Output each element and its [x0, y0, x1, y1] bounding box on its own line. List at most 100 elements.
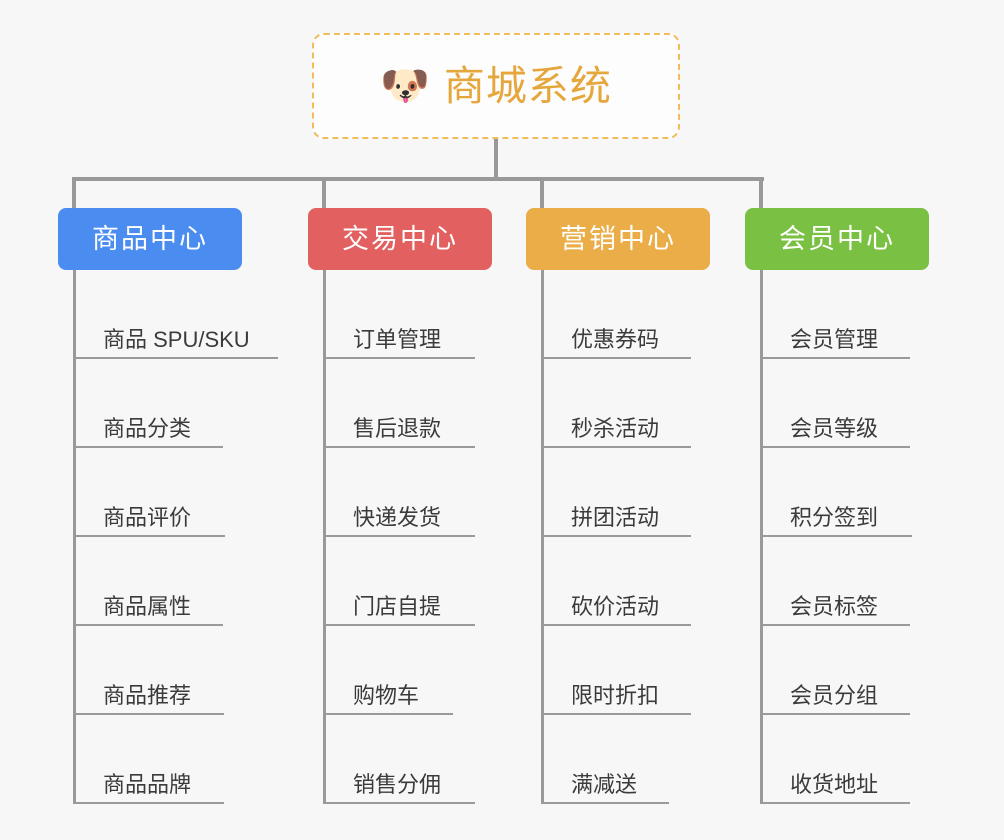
- leaf-item-label: 砍价活动: [571, 594, 660, 619]
- leaf-item-label: 商品分类: [103, 416, 192, 441]
- leaf-item[interactable]: 商品评价: [58, 448, 242, 537]
- leaf-item[interactable]: 商品品牌: [58, 715, 242, 804]
- leaf-item-underline: [73, 802, 224, 804]
- leaf-item-label: 拼团活动: [571, 505, 660, 530]
- leaf-item-underline: [760, 357, 910, 359]
- leaf-item-label: 收货地址: [790, 772, 879, 797]
- leaf-item-label: 积分签到: [790, 505, 879, 530]
- category-column-4: 会员中心会员管理会员等级积分签到会员标签会员分组收货地址: [745, 208, 929, 804]
- leaf-item-underline: [73, 713, 224, 715]
- leaf-item[interactable]: 商品属性: [58, 537, 242, 626]
- leaf-item[interactable]: 商品 SPU/SKU: [58, 270, 278, 359]
- category-drop-1: [322, 177, 326, 208]
- leaf-item[interactable]: 商品分类: [58, 359, 242, 448]
- leaf-item[interactable]: 收货地址: [745, 715, 929, 804]
- leaf-item-label: 秒杀活动: [571, 416, 660, 441]
- leaf-item-underline: [323, 624, 475, 626]
- leaf-item-underline: [541, 446, 691, 448]
- leaf-item-label: 购物车: [353, 683, 420, 708]
- leaf-item-underline: [73, 357, 278, 359]
- leaf-item-label: 商品评价: [103, 505, 192, 530]
- leaf-item[interactable]: 快递发货: [308, 448, 492, 537]
- leaf-item-underline: [73, 624, 223, 626]
- leaf-item[interactable]: 门店自提: [308, 537, 492, 626]
- leaf-item-label: 商品推荐: [103, 683, 192, 708]
- leaf-item[interactable]: 销售分佣: [308, 715, 492, 804]
- leaf-item[interactable]: 订单管理: [308, 270, 492, 359]
- leaf-item-underline: [323, 535, 475, 537]
- category-header-1[interactable]: 商品中心: [58, 208, 242, 270]
- leaf-item[interactable]: 优惠券码: [526, 270, 710, 359]
- leaf-item[interactable]: 会员等级: [745, 359, 929, 448]
- category-header-2[interactable]: 交易中心: [308, 208, 492, 270]
- leaf-item[interactable]: 限时折扣: [526, 626, 710, 715]
- leaf-item-underline: [323, 802, 475, 804]
- category-column-2: 交易中心订单管理售后退款快递发货门店自提购物车销售分佣: [308, 208, 492, 804]
- category-header-4[interactable]: 会员中心: [745, 208, 929, 270]
- leaf-item-underline: [760, 446, 910, 448]
- root-node[interactable]: 🐶 商城系统: [312, 33, 680, 139]
- leaf-item[interactable]: 会员标签: [745, 537, 929, 626]
- leaf-item-underline: [541, 802, 669, 804]
- leaf-item-label: 优惠券码: [571, 327, 660, 352]
- leaf-item-underline: [73, 535, 225, 537]
- leaf-list-2: 订单管理售后退款快递发货门店自提购物车销售分佣: [308, 270, 492, 804]
- leaf-item-label: 商品属性: [103, 594, 192, 619]
- leaf-item-label: 订单管理: [353, 327, 442, 352]
- leaf-item-underline: [760, 535, 912, 537]
- leaf-item[interactable]: 购物车: [308, 626, 492, 715]
- connector-bar: [72, 177, 764, 181]
- leaf-item-label: 满减送: [571, 772, 638, 797]
- leaf-item-label: 会员标签: [790, 594, 879, 619]
- leaf-item[interactable]: 商品推荐: [58, 626, 242, 715]
- leaf-item[interactable]: 砍价活动: [526, 537, 710, 626]
- category-column-3: 营销中心优惠券码秒杀活动拼团活动砍价活动限时折扣满减送: [526, 208, 710, 804]
- leaf-item-underline: [541, 535, 691, 537]
- category-drop-2: [540, 177, 544, 208]
- leaf-item-label: 限时折扣: [571, 683, 660, 708]
- column-stem-1: [73, 270, 76, 804]
- leaf-item-label: 售后退款: [353, 416, 442, 441]
- leaf-item-label: 快递发货: [353, 505, 442, 530]
- leaf-item[interactable]: 售后退款: [308, 359, 492, 448]
- leaf-item[interactable]: 会员分组: [745, 626, 929, 715]
- leaf-item-label: 门店自提: [353, 594, 442, 619]
- leaf-item-underline: [323, 446, 475, 448]
- leaf-item-underline: [323, 713, 453, 715]
- category-drop-3: [759, 177, 763, 208]
- leaf-list-1: 商品 SPU/SKU 商品分类商品评价商品属性商品推荐商品品牌: [58, 270, 278, 804]
- leaf-item-underline: [73, 446, 223, 448]
- root-stem: [494, 139, 498, 181]
- leaf-item-label: 会员等级: [790, 416, 879, 441]
- leaf-item[interactable]: 秒杀活动: [526, 359, 710, 448]
- leaf-item-underline: [323, 357, 475, 359]
- leaf-item-underline: [760, 713, 910, 715]
- leaf-item-underline: [760, 624, 910, 626]
- leaf-item-underline: [541, 713, 691, 715]
- category-header-label: 商品中心: [92, 223, 208, 254]
- leaf-item-underline: [541, 624, 691, 626]
- column-stem-3: [541, 270, 544, 804]
- leaf-item[interactable]: 积分签到: [745, 448, 929, 537]
- category-header-label: 交易中心: [342, 223, 458, 254]
- category-header-3[interactable]: 营销中心: [526, 208, 710, 270]
- leaf-item[interactable]: 满减送: [526, 715, 710, 804]
- leaf-item-underline: [541, 357, 691, 359]
- leaf-item[interactable]: 会员管理: [745, 270, 929, 359]
- leaf-list-3: 优惠券码秒杀活动拼团活动砍价活动限时折扣满减送: [526, 270, 710, 804]
- leaf-list-4: 会员管理会员等级积分签到会员标签会员分组收货地址: [745, 270, 929, 804]
- column-stem-2: [323, 270, 326, 804]
- category-drop-0: [72, 177, 76, 208]
- leaf-item-label: 会员分组: [790, 683, 879, 708]
- leaf-item-label: 会员管理: [790, 327, 879, 352]
- leaf-item-label: 销售分佣: [353, 772, 442, 797]
- leaf-item[interactable]: 拼团活动: [526, 448, 710, 537]
- shiba-dog-face-icon: 🐶: [380, 64, 430, 108]
- category-column-1: 商品中心商品 SPU/SKU 商品分类商品评价商品属性商品推荐商品品牌: [58, 208, 278, 804]
- leaf-item-underline: [760, 802, 910, 804]
- category-header-label: 营销中心: [560, 223, 676, 254]
- column-stem-4: [760, 270, 763, 804]
- leaf-item-label: 商品 SPU/SKU: [103, 327, 250, 352]
- leaf-item-label: 商品品牌: [103, 772, 192, 797]
